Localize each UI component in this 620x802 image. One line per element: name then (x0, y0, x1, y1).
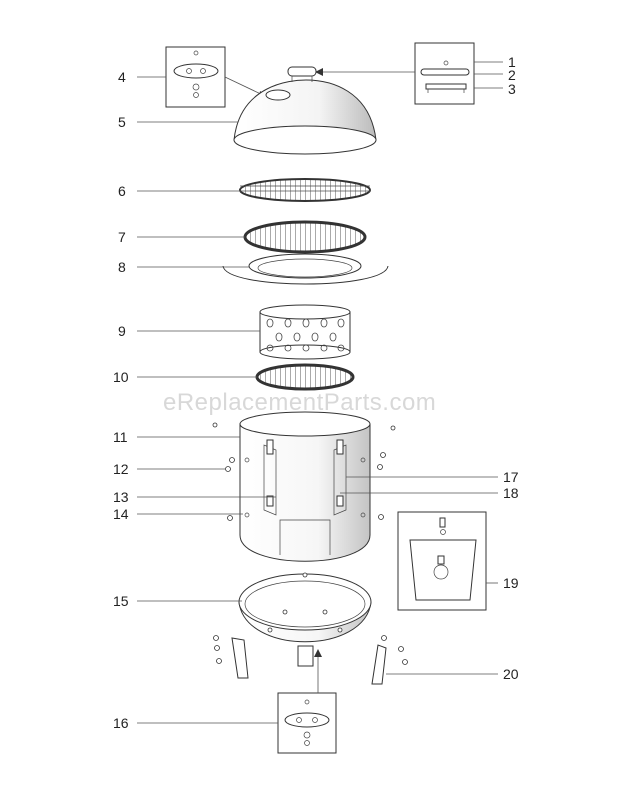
callout-11: 11 (113, 429, 128, 445)
callout-12: 12 (113, 461, 129, 477)
access-door-inset (397, 511, 487, 611)
bottom-vent-inset (277, 692, 337, 754)
callout-7: 7 (118, 229, 126, 245)
lid-handle-inset (414, 42, 475, 105)
callout-9: 9 (118, 323, 126, 339)
callout-10: 10 (113, 369, 129, 385)
callout-3: 3 (508, 81, 516, 97)
callout-20: 20 (503, 666, 519, 682)
cooking-grate-middle (243, 220, 367, 254)
center-body-section (239, 411, 371, 562)
callout-13: 13 (113, 489, 129, 505)
callout-16: 16 (113, 715, 129, 731)
callout-1: 1 (508, 54, 516, 70)
lid-vent-inset (165, 46, 226, 108)
charcoal-ring (259, 304, 351, 360)
body-bolts (212, 422, 396, 521)
water-pan (222, 253, 389, 285)
callout-4: 4 (118, 69, 126, 85)
charcoal-grate (255, 363, 355, 391)
callout-2: 2 (508, 67, 516, 83)
legs (213, 635, 408, 685)
watermark: eReplacementParts.com (163, 389, 436, 416)
callout-14: 14 (113, 506, 129, 522)
callout-19: 19 (503, 575, 519, 591)
callout-18: 18 (503, 485, 519, 501)
lid-dome (233, 66, 377, 155)
callout-17: 17 (503, 469, 519, 485)
charcoal-bowl (238, 572, 372, 667)
callout-6: 6 (118, 183, 126, 199)
cooking-grate-top (239, 178, 371, 202)
callout-8: 8 (118, 259, 126, 275)
callout-5: 5 (118, 114, 126, 130)
callout-15: 15 (113, 593, 129, 609)
